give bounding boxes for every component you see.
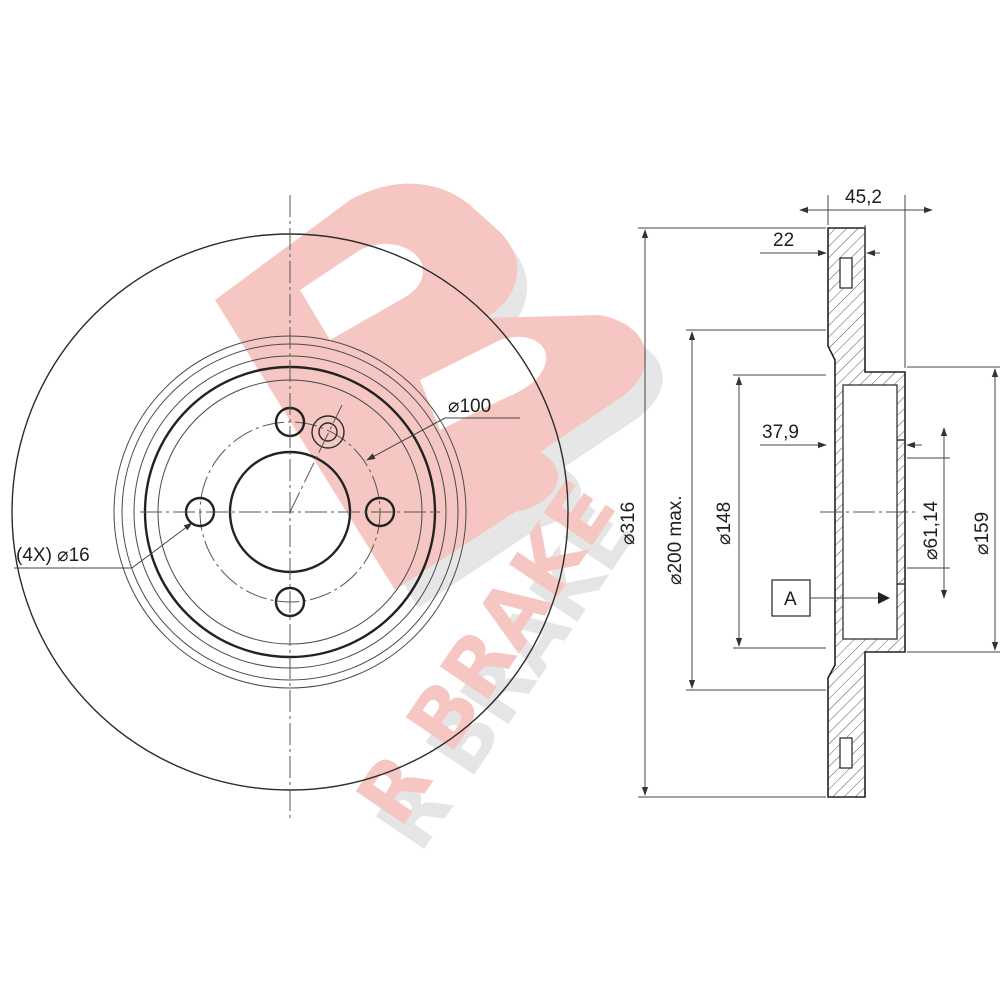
outer-diameter-label: ⌀316 [618, 502, 639, 545]
max-diameter-label: ⌀200 max. [665, 495, 686, 585]
hub-diameter-label: ⌀159 [972, 512, 993, 555]
total-height-label: 45,2 [845, 187, 882, 208]
locating-hole-outer [311, 415, 345, 449]
bolt-hole-label: (4X) ⌀16 [16, 545, 90, 566]
bolt-hole-bottom [274, 586, 306, 618]
thickness-label: 22 [773, 230, 794, 251]
diagonal-centerline [289, 404, 343, 513]
locating-hole-inner [318, 422, 338, 442]
datum-triangle [878, 592, 890, 604]
vent-channel-top [839, 257, 853, 289]
offset-label: 37,9 [762, 422, 799, 443]
hat-diameter-label: ⌀148 [714, 502, 735, 545]
brand-watermark: R BRAKE R BRAKE [215, 183, 663, 866]
datum-box [771, 579, 811, 617]
vent-channel-bottom [839, 737, 853, 769]
section-view: 45,2 22 37,9 ⌀316 ⌀200 max. ⌀148 ⌀61,14 … [618, 187, 1000, 798]
watermark-logo [215, 183, 647, 591]
pcd-leader [366, 417, 446, 461]
datum-label: A [784, 589, 797, 610]
bolt-hole-leader [131, 522, 193, 569]
front-view: ⌀100 (4X) ⌀16 [11, 195, 569, 822]
pcd-label: ⌀100 [448, 396, 491, 417]
center-bore-label: ⌀61,14 [921, 501, 942, 560]
